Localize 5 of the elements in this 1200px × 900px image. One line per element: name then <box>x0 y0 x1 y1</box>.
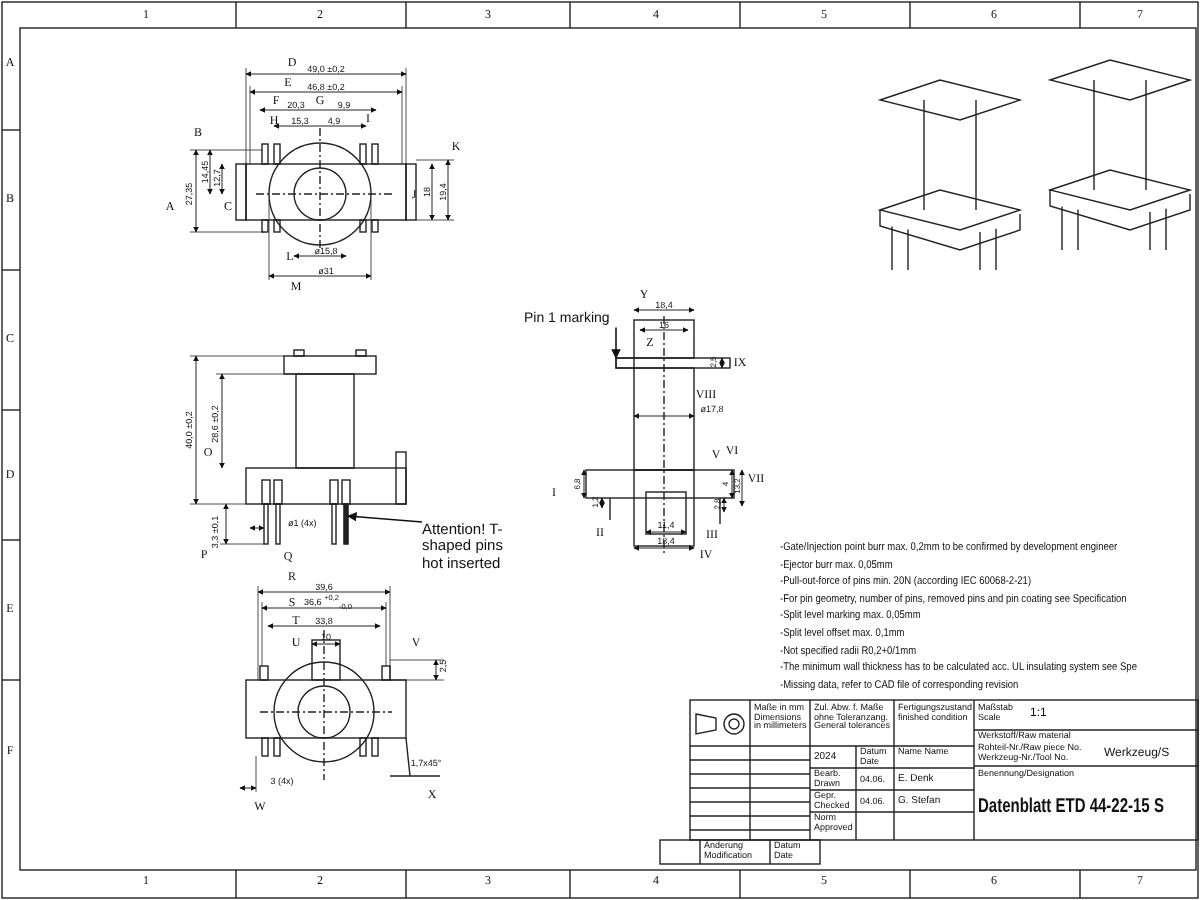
pin <box>343 503 349 545</box>
leader-line <box>347 511 423 523</box>
leader-line <box>611 326 621 359</box>
flange-ledge <box>615 357 635 369</box>
drawing-title: Datenblatt ETD 44-22-15 S <box>978 798 1164 818</box>
